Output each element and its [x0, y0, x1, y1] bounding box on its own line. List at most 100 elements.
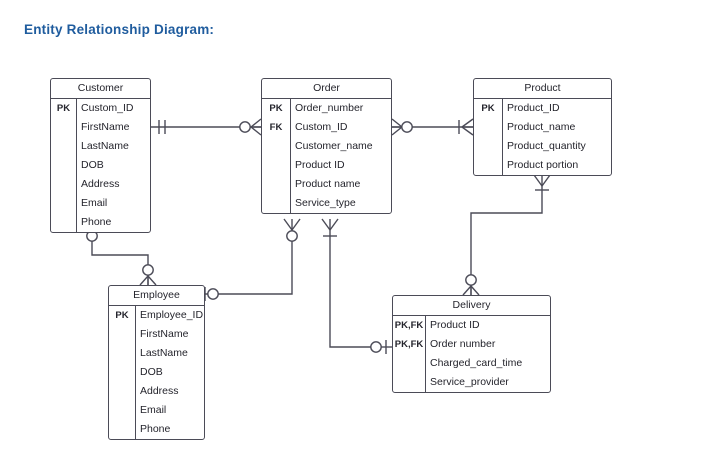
attribute-key: [262, 156, 291, 175]
attribute-key: [262, 175, 291, 194]
attribute-key: PK: [109, 306, 136, 325]
attribute-name: Custom_ID: [81, 102, 134, 114]
attribute-name: Order_number: [295, 102, 364, 114]
attribute-row[interactable]: PK Product_ID: [474, 99, 611, 118]
relationship-customer-order: [151, 118, 262, 136]
relationship-order-delivery: [321, 218, 392, 354]
attribute-row[interactable]: Product portion: [474, 156, 611, 175]
attribute-row[interactable]: PK Employee_ID: [109, 306, 204, 325]
attribute-row[interactable]: Customer_name: [262, 137, 391, 156]
attribute-row[interactable]: PK,FK Product ID: [393, 316, 550, 335]
attribute-name: Product name: [295, 178, 361, 190]
entity-title-employee: Employee: [109, 286, 204, 306]
relationship-employee-order: [204, 218, 301, 301]
attribute-key: [109, 344, 136, 363]
attribute-key: [109, 325, 136, 344]
attribute-key: [51, 118, 77, 137]
attribute-name: Employee_ID: [140, 309, 204, 321]
attribute-row[interactable]: Address: [109, 382, 204, 401]
attribute-key: [262, 137, 291, 156]
attribute-name: LastName: [140, 347, 188, 359]
attribute-key: PK,FK: [393, 335, 426, 354]
attribute-key: FK: [262, 118, 291, 137]
attribute-key: [393, 373, 426, 392]
attribute-name: FirstName: [140, 328, 189, 340]
attribute-key: [474, 137, 503, 156]
attribute-key: [474, 156, 503, 175]
attribute-name: Service_provider: [430, 376, 509, 388]
attribute-row[interactable]: Product_quantity: [474, 137, 611, 156]
attribute-name: DOB: [81, 159, 104, 171]
attribute-key: PK,FK: [393, 316, 426, 335]
attribute-row[interactable]: Product name: [262, 175, 391, 194]
entity-title-delivery: Delivery: [393, 296, 550, 316]
attribute-row[interactable]: Email: [51, 194, 150, 213]
attribute-row[interactable]: LastName: [109, 344, 204, 363]
attribute-key: [51, 213, 77, 232]
attribute-key: [109, 363, 136, 382]
attribute-key: [109, 420, 136, 439]
entity-title-product: Product: [474, 79, 611, 99]
attribute-name: Product_ID: [507, 102, 560, 114]
attribute-name: Address: [140, 385, 179, 397]
attribute-key: [474, 118, 503, 137]
attribute-name: Product ID: [295, 159, 345, 171]
attribute-row[interactable]: Phone: [109, 420, 204, 439]
attribute-row[interactable]: Product ID: [262, 156, 391, 175]
attribute-row[interactable]: Product_name: [474, 118, 611, 137]
attribute-row[interactable]: Phone: [51, 213, 150, 232]
attribute-name: Email: [81, 197, 108, 209]
page-title: Entity Relationship Diagram:: [24, 22, 215, 37]
attribute-key: PK: [262, 99, 291, 118]
attribute-key: PK: [51, 99, 77, 118]
attribute-name: Phone: [140, 423, 171, 435]
attribute-name: Email: [140, 404, 167, 416]
attribute-name: LastName: [81, 140, 129, 152]
attribute-name: Order number: [430, 338, 496, 350]
attribute-name: FirstName: [81, 121, 130, 133]
attribute-name: Service_type: [295, 197, 356, 209]
relationship-product-delivery: [462, 174, 551, 296]
attribute-name: Customer_name: [295, 140, 373, 152]
entity-title-customer: Customer: [51, 79, 150, 99]
attribute-name: DOB: [140, 366, 163, 378]
attribute-name: Product_quantity: [507, 140, 586, 152]
attribute-row[interactable]: PK Custom_ID: [51, 99, 150, 118]
attribute-row[interactable]: FirstName: [51, 118, 150, 137]
attribute-row[interactable]: Email: [109, 401, 204, 420]
attribute-name: Phone: [81, 216, 112, 228]
attribute-key: [262, 194, 291, 213]
attribute-row[interactable]: Charged_card_time: [393, 354, 550, 373]
attribute-row[interactable]: Service_type: [262, 194, 391, 213]
attribute-row[interactable]: PK,FK Order number: [393, 335, 550, 354]
attribute-row[interactable]: DOB: [109, 363, 204, 382]
entity-title-order: Order: [262, 79, 391, 99]
attribute-key: [393, 354, 426, 373]
attribute-row[interactable]: Service_provider: [393, 373, 550, 392]
attribute-name: Product ID: [430, 319, 480, 331]
attribute-key: [109, 401, 136, 420]
attribute-row[interactable]: LastName: [51, 137, 150, 156]
attribute-key: [109, 382, 136, 401]
attribute-name: Charged_card_time: [430, 357, 523, 369]
attribute-name: Address: [81, 178, 120, 190]
attribute-row[interactable]: FirstName: [109, 325, 204, 344]
attribute-name: Product_name: [507, 121, 576, 133]
attribute-key: PK: [474, 99, 503, 118]
attribute-key: [51, 137, 77, 156]
attribute-row[interactable]: Address: [51, 175, 150, 194]
attribute-key: [51, 175, 77, 194]
attribute-row[interactable]: PK Order_number: [262, 99, 391, 118]
attribute-row[interactable]: DOB: [51, 156, 150, 175]
